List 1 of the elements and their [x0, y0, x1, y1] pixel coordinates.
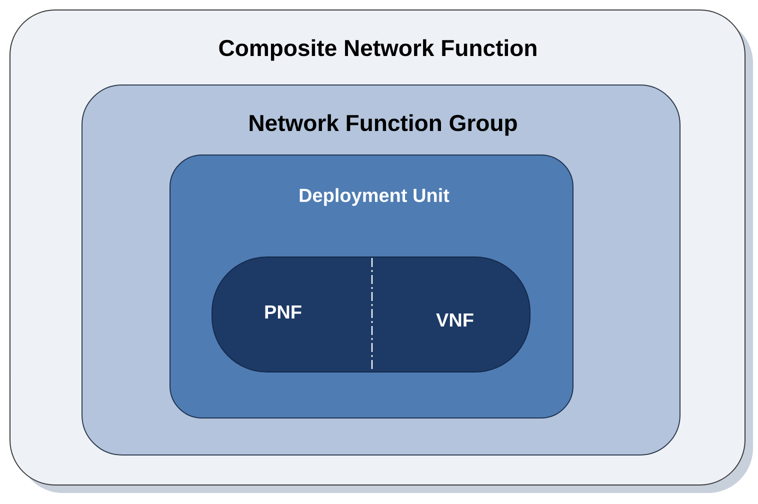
pill-box: PNF VNF — [212, 256, 530, 372]
